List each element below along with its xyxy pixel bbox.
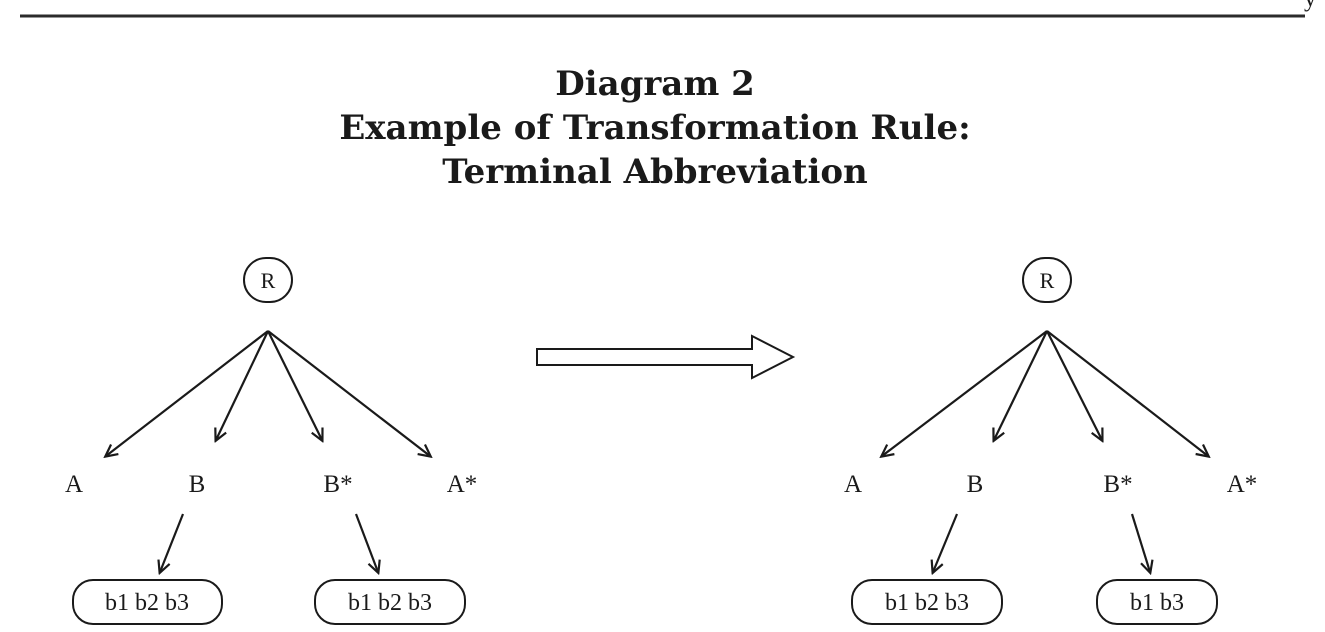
left-node-astar: A*: [447, 471, 478, 498]
left-edge-b-leaf: [160, 513, 185, 572]
right-node-astar: A*: [1227, 471, 1258, 498]
left-leaf-box-2-label: b1 b2 b3: [348, 590, 432, 616]
left-root-label: R: [261, 268, 276, 293]
right-edge-astar: [1046, 330, 1208, 456]
left-tree: R A B B* A* b1 b2 b3 b1 b2 b3: [65, 257, 478, 625]
right-edge-b-leaf: [933, 513, 959, 572]
left-node-a: A: [65, 471, 83, 498]
left-leaf-box-2: [314, 579, 466, 625]
corner-glyph: y: [1304, 0, 1317, 12]
left-node-b: B: [189, 471, 206, 498]
right-edge-bstar: [1046, 330, 1102, 440]
title-line-1: Diagram 2: [555, 64, 755, 104]
left-leaf-box-1-label: b1 b2 b3: [105, 590, 189, 616]
title-line-3: Terminal Abbreviation: [442, 152, 868, 192]
right-edge-b: [994, 330, 1048, 440]
right-root-label: R: [1040, 268, 1055, 293]
right-leaf-box-2-label: b1 b3: [1130, 590, 1184, 616]
right-leaf-box-1-label: b1 b2 b3: [885, 590, 969, 616]
left-leaf-box-1: [72, 579, 223, 625]
right-node-b: B: [967, 471, 984, 498]
left-edge-b: [216, 330, 269, 440]
right-tree: R A B B* A* b1 b2 b3 b1 b3: [844, 257, 1258, 625]
right-leaf-box-1: [851, 579, 1003, 625]
right-edge-a: [882, 330, 1048, 456]
left-root-node: [243, 257, 293, 303]
right-edge-bstar-leaf: [1130, 513, 1150, 572]
left-edge-astar: [267, 330, 430, 456]
left-edge-bstar-leaf: [354, 513, 378, 572]
left-edge-bstar: [267, 330, 322, 440]
title-line-2: Example of Transformation Rule:: [339, 108, 971, 148]
right-node-a: A: [844, 471, 862, 498]
right-root-node: [1022, 257, 1072, 303]
diagram-title: Diagram 2 Example of Transformation Rule…: [0, 62, 1310, 194]
left-edge-a: [106, 330, 269, 456]
left-node-bstar: B*: [323, 471, 352, 498]
right-node-bstar: B*: [1103, 471, 1132, 498]
hollow-right-arrow-icon: [536, 334, 796, 380]
right-leaf-box-2: [1096, 579, 1218, 625]
